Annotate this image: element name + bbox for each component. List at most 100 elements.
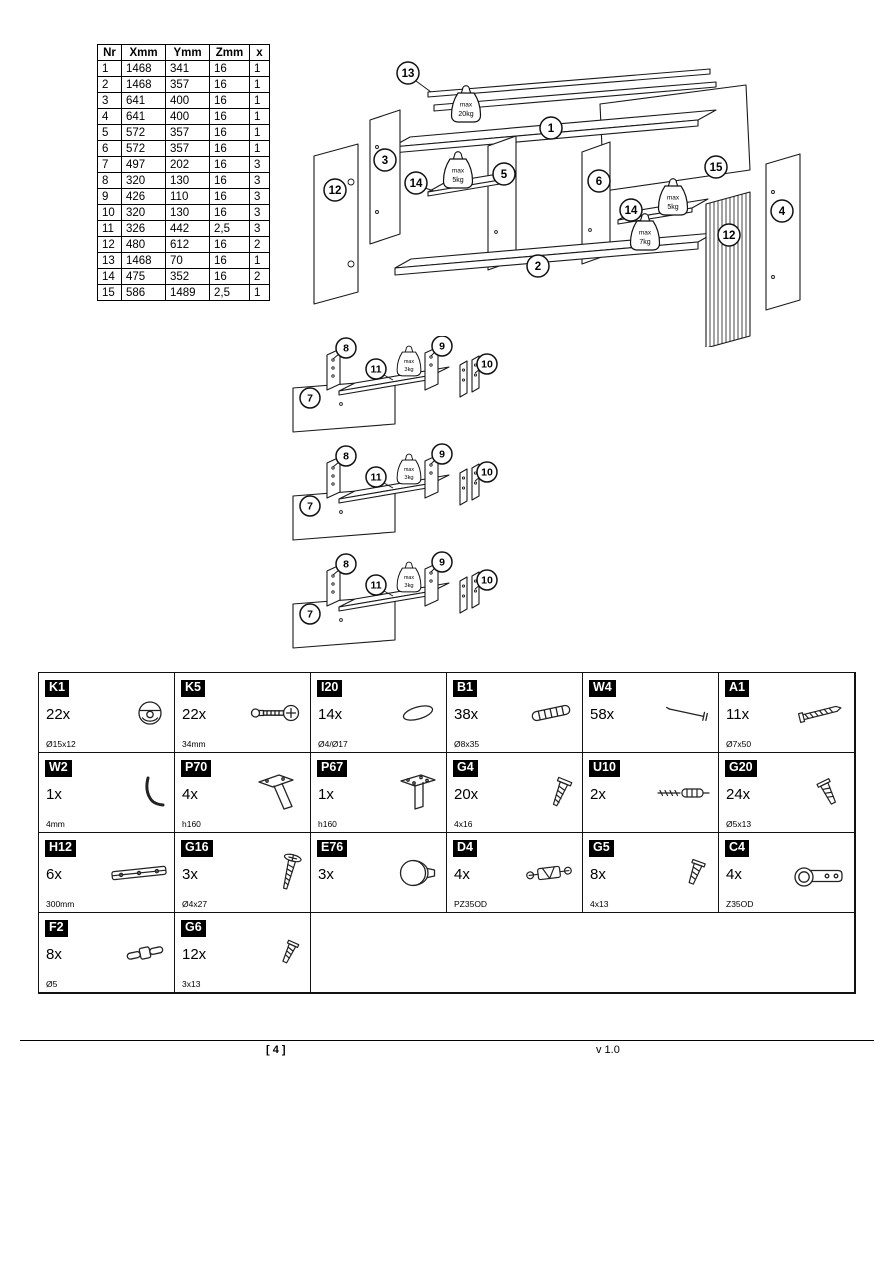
table-cell: 1 (249, 284, 270, 301)
svg-text:9: 9 (439, 341, 445, 353)
weight-value: 5kg (667, 204, 678, 211)
table-cell: 2 (249, 236, 270, 253)
drawer-unit-copy-2 (293, 444, 497, 540)
confirmat-screw-icon (791, 695, 849, 731)
weight-limit-right-shelf: max 5kg (657, 178, 689, 216)
hardware-quantity: 22x (46, 706, 71, 723)
hardware-quantity: 8x (46, 946, 62, 963)
hardware-parts-grid: K1 22x Ø15x12 K5 22x 34mm I20 14x Ø4/Ø17… (38, 672, 856, 994)
svg-text:1: 1 (548, 123, 555, 135)
hardware-item-g20: G20 24x Ø5x13 (719, 753, 855, 833)
hardware-quantity: 4x (182, 786, 198, 803)
table-cell: 352 (165, 268, 210, 285)
table-cell: 320 (121, 172, 166, 189)
table-cell: 1 (97, 60, 122, 77)
table-cell: 3 (249, 220, 270, 237)
hardware-item-g6: G6 12x 3x13 (175, 913, 311, 993)
hardware-quantity: 58x (590, 706, 615, 723)
weight-label: max (452, 168, 465, 175)
nail-icon (663, 698, 713, 728)
knob-icon (395, 853, 441, 893)
hardware-size: Ø5 (46, 979, 58, 989)
leader-line (424, 187, 435, 192)
hardware-code-badge: G5 (589, 840, 614, 857)
table-cell: 572 (121, 124, 166, 141)
hardware-quantity: 38x (454, 706, 479, 723)
callout-10: 10 (476, 353, 498, 375)
hardware-size: h160 (318, 819, 337, 829)
table-cell: 341 (165, 60, 210, 77)
hardware-size: Ø8x35 (454, 739, 480, 749)
table-cell: 14 (97, 268, 122, 285)
table-cell: 2 (249, 268, 270, 285)
table-cell: 357 (165, 124, 210, 141)
svg-text:7: 7 (307, 393, 313, 405)
hardware-code-badge: C4 (725, 840, 749, 857)
hardware-code-badge: B1 (453, 680, 477, 697)
table-cell: 1 (249, 108, 270, 125)
hardware-code-badge: A1 (725, 680, 749, 697)
table-cell: 202 (165, 156, 210, 173)
hinge-mounting-plate-icon (521, 856, 577, 890)
hardware-item-p67: P67 1x h160 (311, 753, 447, 833)
table-cell: 16 (209, 92, 250, 109)
hardware-item-w4: W4 58x (583, 673, 719, 753)
table-cell: 586 (121, 284, 166, 301)
callout-12-right: 12 (717, 223, 741, 247)
table-header-row: Nr Xmm Ymm Zmm x (97, 44, 270, 61)
table-cell: 572 (121, 140, 166, 157)
hardware-code-badge: P67 (317, 760, 348, 777)
weight-value: 20kg (458, 111, 473, 118)
table-cell: 1 (249, 92, 270, 109)
hardware-size: Ø4/Ø17 (318, 739, 348, 749)
table-cell: 426 (121, 188, 166, 205)
column-header-z: Zmm (209, 44, 250, 61)
hardware-item-a1: A1 11x Ø7x50 (719, 673, 855, 753)
wooden-dowel-icon (525, 698, 577, 728)
hardware-size: Ø5x13 (726, 819, 752, 829)
hardware-quantity: 20x (454, 786, 479, 803)
hardware-empty-cell (311, 913, 855, 993)
table-cell: 16 (209, 268, 250, 285)
table-cell: 15 (97, 284, 122, 301)
hardware-item-k1: K1 22x Ø15x12 (39, 673, 175, 753)
drawer-unit: max 3kg 8 9 11 10 7 (292, 336, 498, 433)
svg-text:2: 2 (535, 261, 541, 273)
table-cell: 5 (97, 124, 122, 141)
hardware-code-badge: W4 (589, 680, 616, 697)
hardware-code-badge: I20 (317, 680, 343, 697)
table-cell: 10 (97, 204, 122, 221)
table-cell: 11 (97, 220, 122, 237)
column-header-x: Xmm (121, 44, 166, 61)
hardware-quantity: 3x (182, 866, 198, 883)
column-header-nr: Nr (97, 44, 122, 61)
drawer-slide-rails-10 (459, 355, 480, 398)
connecting-pin-icon (121, 939, 169, 967)
screw-icon (543, 773, 577, 813)
hardware-code-badge: K5 (181, 680, 205, 697)
table-cell: 641 (121, 92, 166, 109)
table-cell: 1 (249, 140, 270, 157)
svg-text:11: 11 (370, 364, 381, 376)
hardware-quantity: 4x (454, 866, 470, 883)
table-cell: 6 (97, 140, 122, 157)
top-rail-13 (427, 68, 717, 112)
svg-text:14: 14 (410, 178, 423, 190)
table-cell: 16 (209, 76, 250, 93)
cup-hinge-icon (791, 855, 849, 891)
hardware-item-i20: I20 14x Ø4/Ø17 (311, 673, 447, 753)
table-cell: 16 (209, 140, 250, 157)
table-cell: 16 (209, 108, 250, 125)
table-cell: 641 (121, 108, 166, 125)
hardware-code-badge: G6 (181, 920, 206, 937)
hardware-item-g4: G4 20x 4x16 (447, 753, 583, 833)
hardware-code-badge: P70 (181, 760, 212, 777)
hardware-item-k5: K5 22x 34mm (175, 673, 311, 753)
hardware-item-w2: W2 1x 4mm (39, 753, 175, 833)
table-cell: 1 (249, 60, 270, 77)
hardware-quantity: 11x (726, 706, 750, 723)
svg-text:8: 8 (343, 343, 349, 355)
